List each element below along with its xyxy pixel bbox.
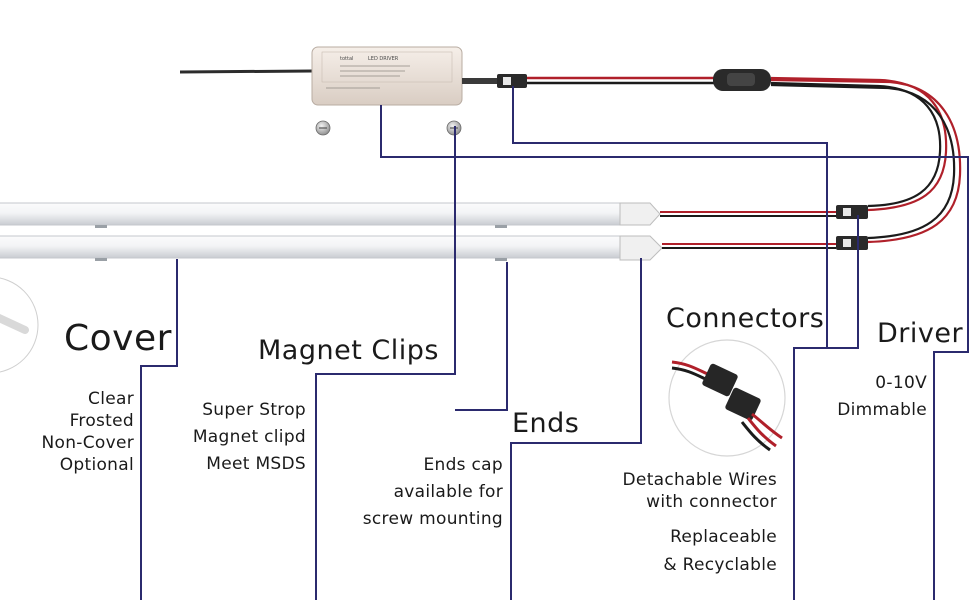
driver-desc-line: 0-10V xyxy=(875,373,927,393)
mounting-screw xyxy=(315,120,331,136)
ends-desc-line: Ends cap xyxy=(423,455,503,475)
cover-desc-line: Non-Cover xyxy=(41,433,134,453)
connector-detail-inset xyxy=(668,339,786,457)
connectors-leader-line xyxy=(827,215,859,349)
magnet-clips-desc-line: Meet MSDS xyxy=(206,454,306,474)
driver-desc-line: Dimmable xyxy=(837,400,927,420)
connectors-extra-description: Replaceable & Recyclable xyxy=(600,523,777,579)
wire-splitter xyxy=(713,69,771,91)
split-wires xyxy=(770,76,962,244)
led-tube xyxy=(0,235,868,261)
magnet-clips-leader-line xyxy=(315,126,456,600)
led-driver: tottal LED DRIVER xyxy=(179,46,502,106)
connectors-description: Detachable Wires with connector xyxy=(600,469,777,513)
connectors-extra-line: Replaceable xyxy=(670,527,777,547)
tube-detail-inset xyxy=(0,277,39,373)
ends-description: Ends cap available for screw mounting xyxy=(345,452,503,533)
leader-lines xyxy=(140,86,969,600)
driver-description: 0-10V Dimmable xyxy=(830,370,927,424)
led-tube xyxy=(0,202,868,228)
cover-leader-line xyxy=(140,259,178,600)
driver-leader-line xyxy=(380,105,969,600)
connectors-extra-line: & Recyclable xyxy=(663,555,777,575)
driver-title-text: LED DRIVER xyxy=(368,56,399,62)
connectors-heading: Connectors xyxy=(666,303,825,334)
connectors-desc-line: with connector xyxy=(646,492,777,512)
connectors-leader-line xyxy=(512,86,828,600)
magnet-clips-leader-line xyxy=(455,262,508,411)
magnet-clips-desc-line: Super Strop xyxy=(202,400,306,420)
driver-heading: Driver xyxy=(877,318,964,349)
output-wire xyxy=(497,74,718,88)
cover-desc-line: Clear xyxy=(88,389,134,409)
magnet-clips-heading: Magnet Clips xyxy=(258,335,439,366)
magnet-clips-desc-line: Magnet clipd xyxy=(192,427,306,447)
ends-desc-line: screw mounting xyxy=(362,509,503,529)
cover-description: Clear Frosted Non-Cover Optional xyxy=(20,388,134,476)
ends-heading: Ends xyxy=(512,408,580,439)
connectors-desc-line: Detachable Wires xyxy=(622,470,777,490)
cover-desc-line: Frosted xyxy=(69,411,134,431)
cover-desc-line: Optional xyxy=(59,455,134,475)
cover-heading: Cover xyxy=(64,318,172,359)
driver-brand-text: tottal xyxy=(340,56,353,62)
ends-desc-line: available for xyxy=(393,482,503,502)
magnet-clips-description: Super Strop Magnet clipd Meet MSDS xyxy=(170,397,306,478)
ends-leader-line xyxy=(510,258,642,600)
